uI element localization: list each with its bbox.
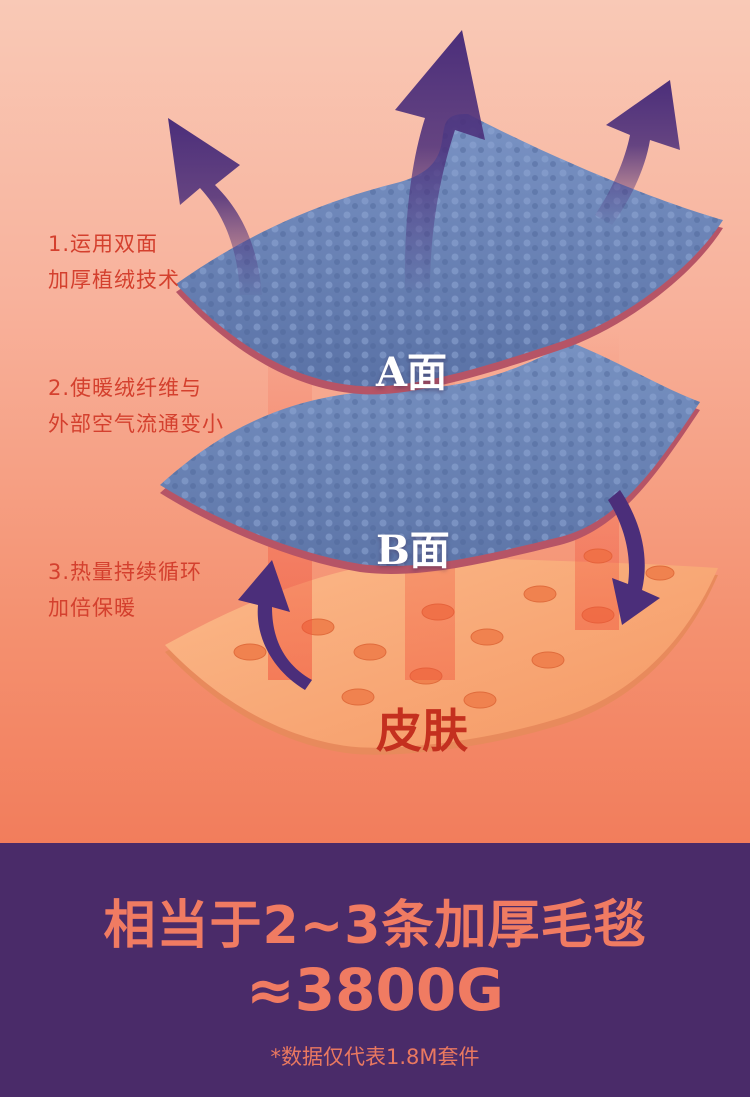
step-2-line-1: 2.使暖绒纤维与	[48, 376, 203, 400]
summary-note: *数据仅代表1.8M套件	[270, 1045, 480, 1069]
step-3-line-2: 加倍保暖	[48, 596, 136, 620]
skin-label: 皮肤	[376, 704, 468, 758]
layer-illustration	[160, 30, 723, 755]
summary-banner: 相当于2~3条加厚毛毯 ≈3800G *数据仅代表1.8M套件	[0, 843, 750, 1097]
summary-weight: ≈3800G	[246, 956, 504, 1024]
summary-headline: 相当于2~3条加厚毛毯	[103, 896, 647, 956]
layer-a-label: A面	[376, 349, 448, 396]
arrow-up-center-icon	[395, 30, 485, 290]
step-1-line-1: 1.运用双面	[48, 232, 159, 256]
circulation-arrows	[238, 490, 660, 690]
step-3-text: 3.热量持续循环 加倍保暖	[48, 554, 202, 626]
outflow-arrows	[168, 30, 680, 295]
step-1-text: 1.运用双面 加厚植绒技术	[48, 226, 180, 298]
layer-diagram: 1.运用双面 加厚植绒技术 2.使暖绒纤维与 外部空气流通变小 3.热量持续循环…	[0, 0, 750, 843]
layer-b-label: B面	[376, 527, 450, 574]
fleece-layer-b	[160, 342, 700, 574]
arrow-up-left-icon	[168, 118, 262, 295]
step-2-text: 2.使暖绒纤维与 外部空气流通变小	[48, 370, 224, 442]
arrow-curve-up-icon	[238, 560, 312, 690]
arrow-curve-down-icon	[608, 490, 660, 625]
arrow-up-right-icon	[595, 80, 680, 225]
step-2-line-2: 外部空气流通变小	[48, 412, 224, 436]
step-3-line-1: 3.热量持续循环	[48, 560, 203, 584]
step-1-line-2: 加厚植绒技术	[48, 268, 180, 292]
fleece-layer-a	[176, 113, 723, 395]
